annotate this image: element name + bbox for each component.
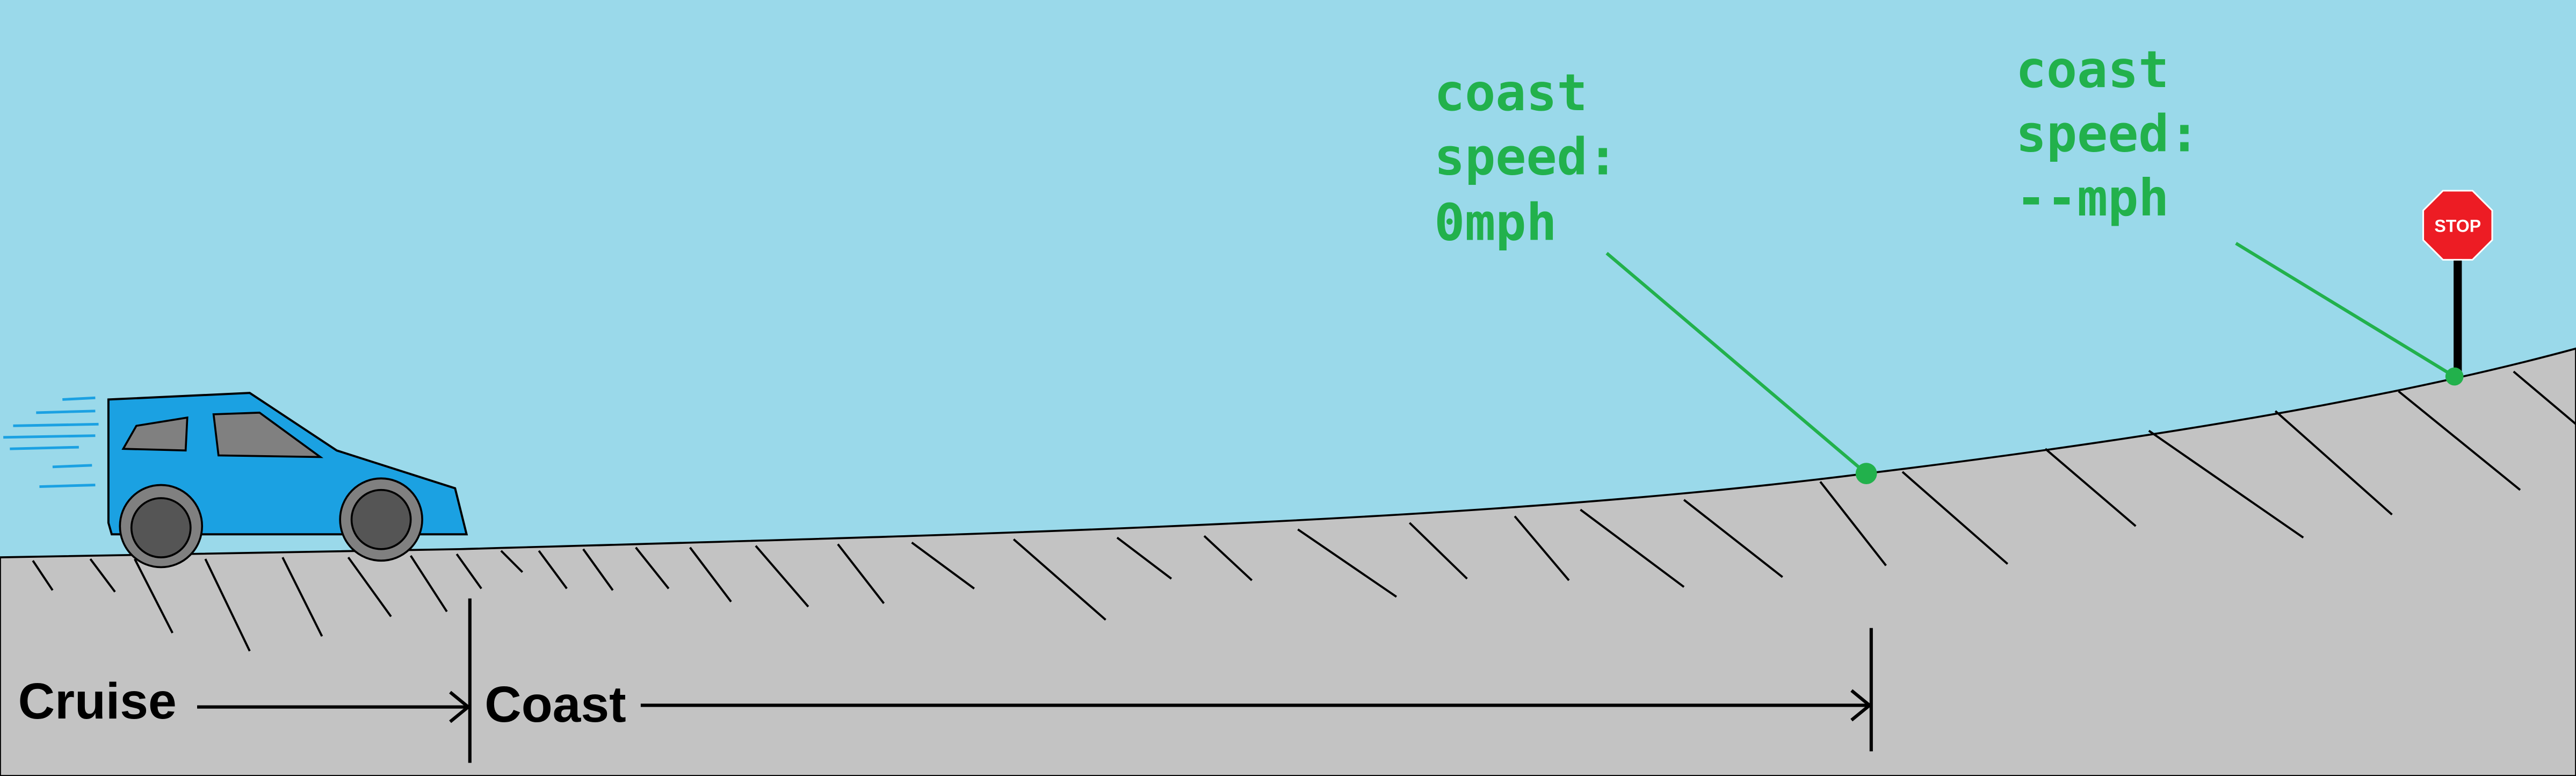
annotation-line-2: speed: [1434, 127, 1618, 186]
cruise-phase-label: Cruise [18, 673, 177, 730]
annotation-line-2: speed: [2016, 104, 2199, 163]
annotation-line-1: coast [2016, 40, 2169, 99]
coast-phase-label: Coast [484, 676, 626, 733]
annotation-line-3: --mph [2016, 169, 2169, 228]
stop-point-marker [2445, 368, 2464, 386]
car-rear-wheel [132, 498, 191, 557]
stop-sign-label: STOP [2434, 216, 2481, 235]
annotation-line-3: 0mph [1434, 193, 1557, 253]
annotation-line-1: coast [1434, 63, 1587, 123]
coast-end-point-marker [1856, 463, 1877, 484]
car-front-wheel [352, 490, 411, 549]
